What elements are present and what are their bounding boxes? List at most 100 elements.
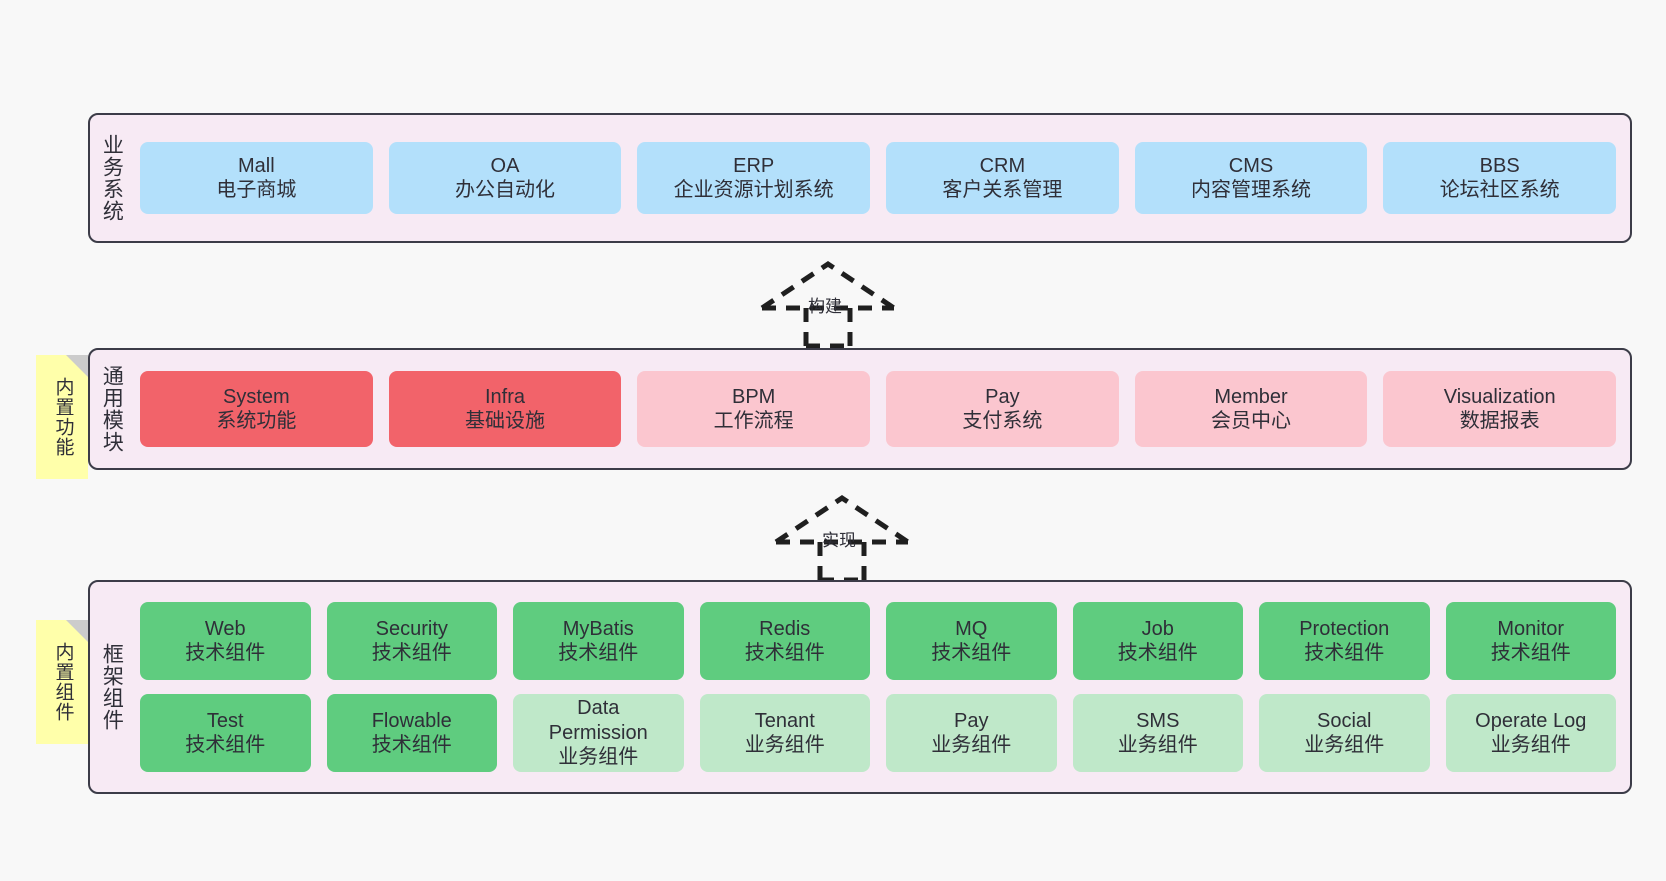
card-test[interactable]: Test 技术组件 [140, 694, 311, 772]
connector-build-label: 构建 [808, 297, 842, 316]
note-builtin-features-label: 内置功能 [52, 377, 74, 457]
card-subtitle: 工作流程 [713, 410, 794, 432]
card-subtitle: 内容管理系统 [1191, 179, 1312, 201]
card-row: Web 技术组件 Security 技术组件 MyBatis 技术组件 Redi… [140, 602, 1616, 680]
card-title: Monitor [1497, 617, 1565, 640]
card-subtitle: 技术组件 [371, 642, 452, 664]
card-subtitle: 业务组件 [1304, 734, 1385, 756]
card-title: Infra [484, 385, 526, 408]
card-erp[interactable]: ERP 企业资源计划系统 [637, 142, 871, 214]
card-title: System [222, 385, 290, 408]
card-subtitle: 技术组件 [1304, 642, 1385, 664]
card-title: Protection [1299, 617, 1390, 640]
connector-implement-label: 实现 [822, 531, 856, 550]
card-row: System 系统功能 Infra 基础设施 BPM 工作流程 Pay 支付系统… [140, 371, 1617, 447]
card-title: Web [204, 617, 246, 640]
card-mq[interactable]: MQ 技术组件 [886, 602, 1057, 680]
card-subtitle: 技术组件 [371, 734, 452, 756]
card-redis[interactable]: Redis 技术组件 [699, 602, 870, 680]
card-title: Tenant [754, 709, 815, 732]
card-title: Data Permission [548, 697, 648, 744]
card-member[interactable]: Member 会员中心 [1134, 371, 1368, 447]
card-bbs[interactable]: BBS 论坛社区系统 [1383, 142, 1617, 214]
card-oa[interactable]: OA 办公自动化 [388, 142, 622, 214]
connector-implement: 实现 [762, 490, 952, 583]
layer-framework-components-body: Web 技术组件 Security 技术组件 MyBatis 技术组件 Redi… [132, 582, 1630, 792]
card-title: ERP [733, 154, 775, 177]
card-title: Pay [985, 385, 1020, 408]
card-subtitle: 业务组件 [1117, 734, 1198, 756]
layer-business-systems-body: Mall 电子商城 OA 办公自动化 ERP 企业资源计划系统 CRM 客户关系… [132, 115, 1630, 241]
card-system[interactable]: System 系统功能 [140, 371, 373, 447]
card-title: Job [1141, 617, 1174, 640]
card-row: Test 技术组件 Flowable 技术组件 Data Permission … [140, 694, 1616, 772]
card-data-permission[interactable]: Data Permission 业务组件 [513, 694, 684, 772]
card-title: BPM [732, 385, 776, 408]
card-job[interactable]: Job 技术组件 [1072, 602, 1243, 680]
card-title: Redis [759, 617, 811, 640]
card-monitor[interactable]: Monitor 技术组件 [1445, 602, 1616, 680]
layer-business-systems-label: 业务系统 [100, 134, 124, 222]
card-subtitle: 基础设施 [465, 410, 545, 432]
card-title: Visualization [1443, 385, 1556, 408]
card-title: MyBatis [562, 617, 634, 640]
card-visualization[interactable]: Visualization 数据报表 [1383, 371, 1617, 447]
card-subtitle: 会员中心 [1211, 410, 1292, 432]
card-title: BBS [1479, 154, 1520, 177]
card-title: CMS [1228, 154, 1274, 177]
card-operate-log[interactable]: Operate Log 业务组件 [1445, 694, 1616, 772]
generalization-arrow-icon [760, 260, 896, 349]
card-subtitle: 支付系统 [962, 410, 1043, 432]
card-title: MQ [955, 617, 988, 640]
card-subtitle: 论坛社区系统 [1439, 179, 1560, 201]
note-fold-corner-icon [66, 620, 88, 642]
card-subtitle: 业务组件 [1490, 734, 1571, 756]
card-web[interactable]: Web 技术组件 [140, 602, 311, 680]
note-builtin-components: 内置组件 [36, 620, 88, 744]
layer-common-modules-label: 通用模块 [100, 365, 124, 453]
card-title: Mall [238, 154, 275, 177]
connector-build: 构建 [748, 256, 938, 349]
card-title: Security [375, 617, 448, 640]
card-protection[interactable]: Protection 技术组件 [1259, 602, 1430, 680]
card-subtitle: 技术组件 [1490, 642, 1571, 664]
card-security[interactable]: Security 技术组件 [326, 602, 497, 680]
card-title: Pay [954, 709, 989, 732]
card-subtitle: 系统功能 [216, 410, 297, 432]
card-subtitle: 技术组件 [558, 642, 639, 664]
card-subtitle: 电子商城 [216, 179, 297, 201]
card-subtitle: 技术组件 [1117, 642, 1198, 664]
card-sms[interactable]: SMS 业务组件 [1072, 694, 1243, 772]
card-flowable[interactable]: Flowable 技术组件 [326, 694, 497, 772]
card-title: CRM [979, 154, 1026, 177]
card-mybatis[interactable]: MyBatis 技术组件 [513, 602, 684, 680]
card-subtitle: 企业资源计划系统 [673, 179, 834, 201]
card-subtitle: 业务组件 [744, 734, 825, 756]
layer-common-modules-body: System 系统功能 Infra 基础设施 BPM 工作流程 Pay 支付系统… [132, 350, 1630, 468]
card-tenant[interactable]: Tenant 业务组件 [699, 694, 870, 772]
card-subtitle: 业务组件 [558, 746, 639, 769]
card-title: Test [206, 709, 244, 732]
card-crm[interactable]: CRM 客户关系管理 [886, 142, 1119, 214]
card-cms[interactable]: CMS 内容管理系统 [1134, 142, 1368, 214]
card-subtitle: 数据报表 [1459, 410, 1540, 432]
card-subtitle: 技术组件 [185, 734, 266, 756]
card-title: Social [1317, 709, 1372, 732]
card-title: Operate Log [1475, 709, 1587, 732]
card-subtitle: 业务组件 [931, 734, 1012, 756]
card-pay-business[interactable]: Pay 业务组件 [886, 694, 1057, 772]
card-row: Mall 电子商城 OA 办公自动化 ERP 企业资源计划系统 CRM 客户关系… [140, 142, 1617, 214]
card-infra[interactable]: Infra 基础设施 [388, 371, 622, 447]
card-title: Flowable [371, 709, 452, 732]
note-builtin-components-label: 内置组件 [52, 642, 74, 722]
layer-business-systems: 业务系统 Mall 电子商城 OA 办公自动化 ERP 企业资源计划系统 CRM… [88, 113, 1632, 243]
card-subtitle: 技术组件 [744, 642, 825, 664]
card-social[interactable]: Social 业务组件 [1259, 694, 1430, 772]
card-bpm[interactable]: BPM 工作流程 [637, 371, 871, 447]
card-pay[interactable]: Pay 支付系统 [886, 371, 1119, 447]
layer-framework-components-label: 框架组件 [100, 643, 124, 731]
card-subtitle: 技术组件 [931, 642, 1012, 664]
card-mall[interactable]: Mall 电子商城 [140, 142, 373, 214]
card-subtitle: 客户关系管理 [942, 179, 1063, 201]
